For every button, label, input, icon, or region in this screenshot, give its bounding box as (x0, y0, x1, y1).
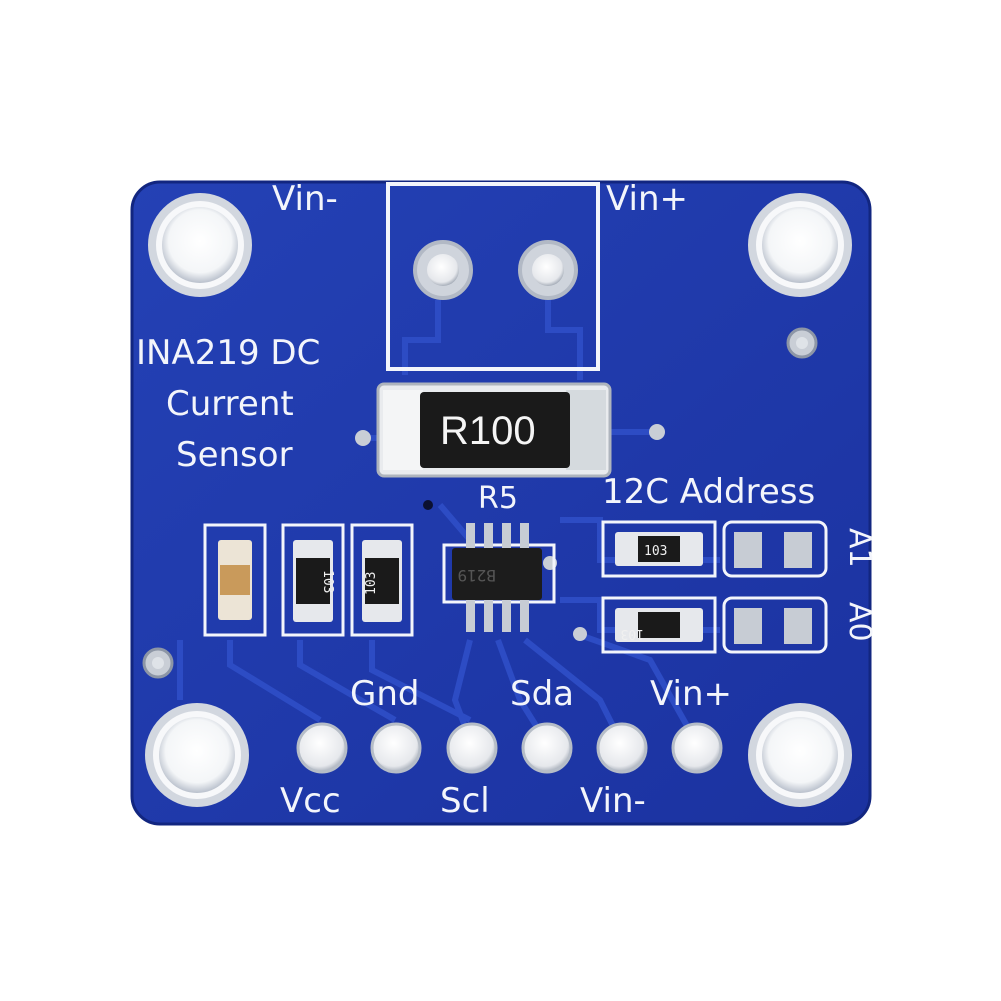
terminal-vin-plus-label: Vin+ (606, 179, 688, 219)
board-title-line3: Sensor (176, 435, 293, 475)
board-title-line2: Current (166, 384, 294, 424)
resistor-marking: 103 (621, 626, 644, 641)
board-title-line1: INA219 DC (136, 333, 320, 373)
screw-terminal (386, 182, 600, 371)
resistor-103-left: 103 (281, 523, 345, 637)
address-jumper-a0 (722, 596, 828, 654)
resistor-marking: 103 (320, 570, 335, 593)
resistor-marking: 103 (644, 544, 667, 559)
pin-label-vin-plus: Vin+ (650, 674, 732, 714)
address-resistor-a1: 103 (601, 520, 717, 578)
address-label-a1: A1 (842, 528, 877, 568)
pin-label-sda: Sda (510, 674, 574, 714)
header-pads (296, 722, 723, 774)
ina219-chip: B219 (442, 523, 556, 632)
ic-marking: B219 (457, 566, 496, 585)
vias (142, 327, 818, 679)
resistor-103-middle: 103 (350, 523, 414, 637)
terminal-vin-minus-label: Vin- (272, 179, 338, 219)
mounting-holes (145, 193, 852, 807)
pin-label-gnd: Gnd (350, 674, 419, 714)
address-heading: 12C Address (602, 472, 815, 512)
address-resistor-a0: 103 (601, 596, 717, 654)
address-jumper-a1 (722, 520, 828, 578)
resistor-marking: 103 (364, 572, 379, 595)
address-label-a0: A0 (842, 602, 877, 642)
capacitor (203, 523, 267, 637)
shunt-refdes: R5 (478, 481, 518, 516)
shunt-resistor: R100 (376, 382, 612, 478)
pin-label-vin-minus: Vin- (580, 781, 646, 821)
pin-label-scl: Scl (440, 781, 490, 821)
shunt-marking: R100 (440, 409, 536, 453)
pin-label-vcc: Vcc (280, 781, 341, 821)
